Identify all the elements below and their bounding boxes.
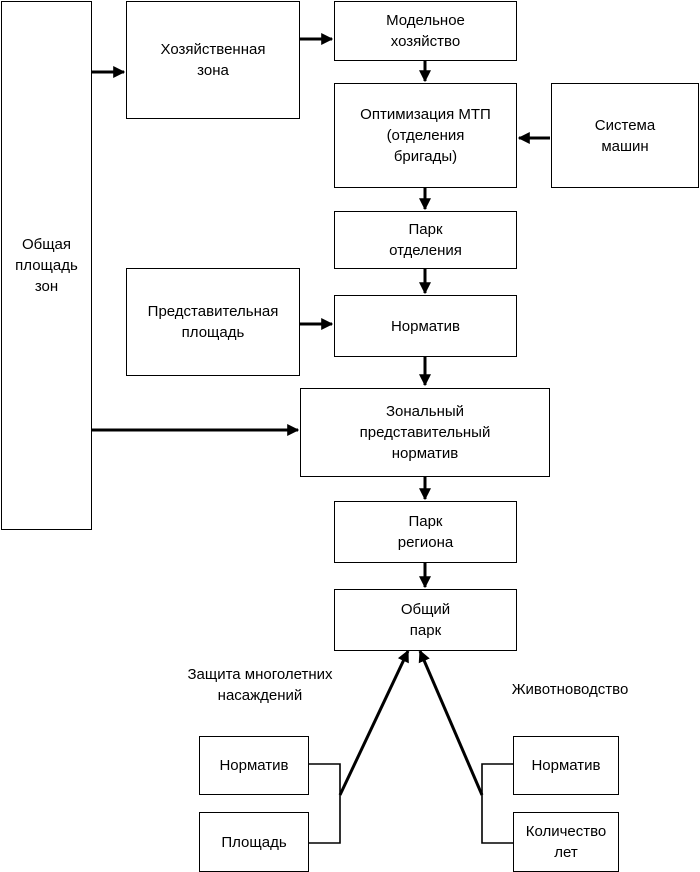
- total-park-label: Общий парк: [400, 601, 451, 639]
- division-park-box: Парк отделения: [334, 211, 517, 269]
- arrow-livestock-to-total-park: [418, 649, 484, 796]
- total-area-label: Общая площадь зон: [15, 236, 78, 295]
- norm-box: Норматив: [334, 295, 517, 357]
- livestock-years-label: Количество лет: [525, 823, 607, 861]
- economic-zone-label: Хозяйственная зона: [160, 41, 266, 79]
- plantations-area-label: Площадь: [221, 833, 287, 851]
- arrow-plantations-to-total-park: [338, 649, 410, 796]
- economic-zone-box: Хозяйственная зона: [126, 1, 300, 119]
- livestock-norm-box: Норматив: [513, 736, 619, 795]
- division-park-label: Парк отделения: [389, 221, 462, 259]
- livestock-norm-label: Норматив: [531, 757, 601, 774]
- representative-area-box: Представительная площадь: [126, 268, 300, 376]
- bracket-plantations: [309, 763, 341, 844]
- livestock-caption: Животноводство: [511, 681, 629, 698]
- plantations-norm-label: Норматив: [219, 757, 289, 774]
- plantations-norm-box: Норматив: [199, 736, 309, 795]
- plantations-area-box: Площадь: [199, 812, 309, 872]
- zonal-norm-box: Зональный представительный норматив: [300, 388, 550, 477]
- region-park-box: Парк региона: [334, 501, 517, 563]
- region-park-label: Парк региона: [397, 513, 454, 551]
- mtp-optimization-label: Оптимизация МТП (отделения бригады): [360, 106, 491, 165]
- livestock-years-box: Количество лет: [513, 812, 619, 872]
- norm-label: Норматив: [390, 317, 461, 335]
- model-farm-label: Модельное хозяйство: [386, 12, 465, 50]
- plantations-caption: Защита многолетних насаждений: [187, 666, 333, 704]
- bracket-livestock: [481, 763, 513, 844]
- mtp-optimization-box: Оптимизация МТП (отделения бригады): [334, 83, 517, 188]
- machine-system-label: Система машин: [594, 116, 656, 155]
- model-farm-box: Модельное хозяйство: [334, 1, 517, 61]
- total-park-box: Общий парк: [334, 589, 517, 651]
- machine-system-box: Система машин: [551, 83, 699, 188]
- representative-area-label: Представительная площадь: [147, 303, 279, 341]
- total-area-box: Общая площадь зон: [1, 1, 92, 530]
- zonal-norm-label: Зональный представительный норматив: [359, 403, 491, 462]
